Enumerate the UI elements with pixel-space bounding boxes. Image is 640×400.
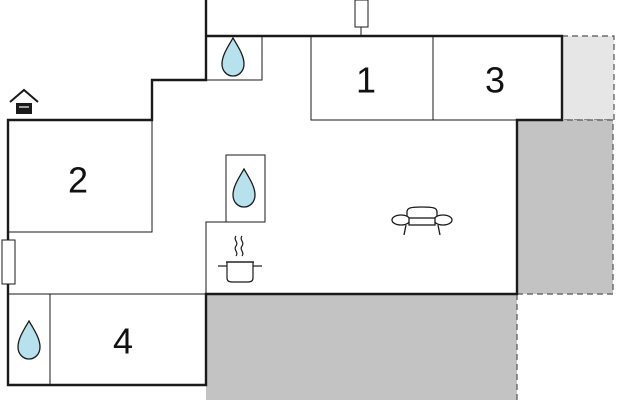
sofa-icon	[391, 206, 453, 236]
terrace-area-right	[517, 120, 613, 294]
terrace-right-outline	[517, 119, 614, 295]
water-drop-icon	[221, 36, 245, 77]
terrace-area-bottom	[206, 294, 517, 400]
window-top	[354, 0, 369, 28]
room-1-label: 1	[356, 60, 376, 101]
room-3-label: 3	[485, 60, 505, 101]
exterior-wall	[6, 0, 564, 387]
outdoor-areas	[206, 35, 615, 400]
cooking-pot-icon	[218, 235, 262, 283]
room-4-label: 4	[113, 321, 133, 362]
water-drop-icon	[232, 167, 256, 208]
room-2-label: 2	[68, 160, 88, 201]
house-entrance-icon	[9, 88, 39, 114]
balcony-area	[562, 36, 614, 120]
water-drop-icon	[17, 319, 41, 360]
window-left	[1, 239, 16, 285]
